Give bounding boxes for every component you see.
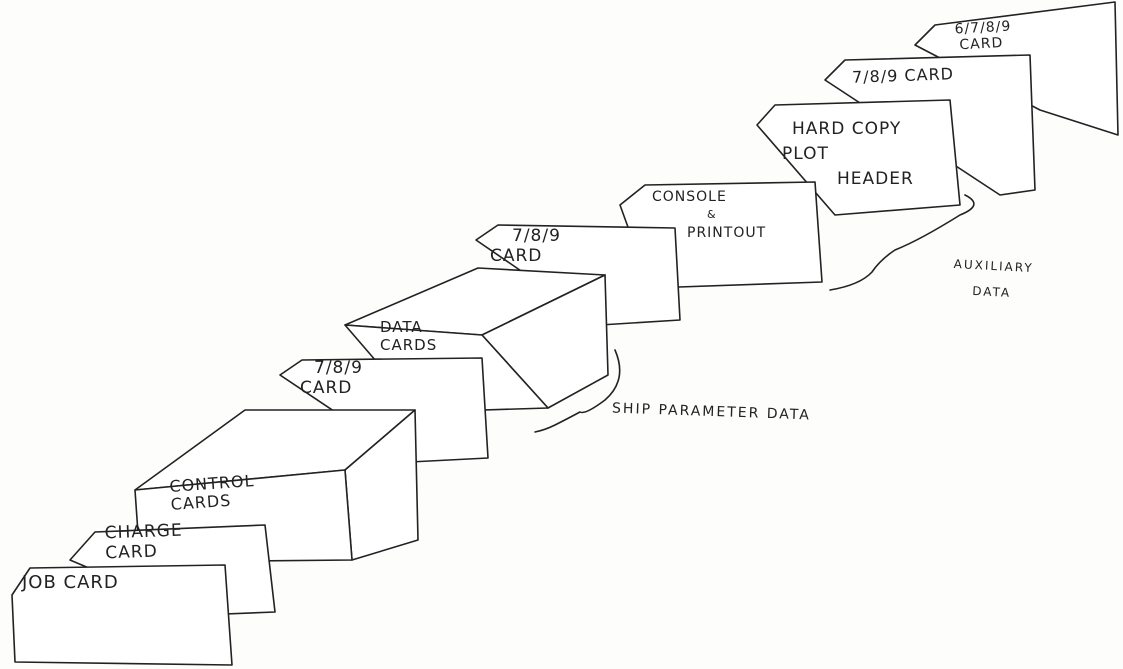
eoc-card-2-line-2: CARD [490, 246, 561, 266]
auxiliary-line-1: AUXILIARY [953, 251, 1034, 281]
eoj-card-line-1: 6/7/8/9 [954, 19, 1012, 38]
data-cards-label: DATA CARDS [380, 318, 437, 354]
job-card-label: JOB CARD [22, 572, 119, 593]
eoj-card-line-2: CARD [955, 35, 1013, 54]
console-line-3: PRINTOUT [652, 224, 766, 242]
console-printout-label: CONSOLE & PRINTOUT [652, 188, 766, 242]
console-line-2: & [652, 206, 766, 224]
eoc-card-1-label: 7/8/9 CARD [300, 358, 363, 398]
eoc-card-2-label: 7/8/9 CARD [490, 226, 561, 266]
charge-card-label: CHARGE CARD [104, 521, 183, 564]
hard-copy-line-3: HEADER [782, 167, 914, 192]
data-cards-line-1: DATA [380, 318, 437, 336]
hard-copy-label: HARD COPY PLOT HEADER [782, 117, 914, 192]
eoc-card-3-label: 7/8/9 CARD [852, 64, 955, 87]
hard-copy-line-1: HARD COPY [782, 117, 914, 142]
eoj-card-label: 6/7/8/9 CARD [954, 19, 1012, 54]
control-cards-label: CONTROL CARDS [169, 472, 256, 514]
auxiliary-line-2: DATA [952, 277, 1033, 307]
hard-copy-line-2: PLOT [782, 142, 914, 167]
console-line-1: CONSOLE [652, 188, 766, 206]
charge-card-line-2: CARD [105, 541, 184, 564]
data-cards-line-2: CARDS [380, 336, 437, 354]
auxiliary-data-label: AUXILIARY DATA [952, 251, 1035, 307]
eoc-card-1-line-2: CARD [300, 378, 363, 398]
eoc-card-1-line-1: 7/8/9 [300, 358, 363, 378]
charge-card-line-1: CHARGE [104, 521, 183, 544]
eoc-card-2-line-1: 7/8/9 [490, 226, 561, 246]
